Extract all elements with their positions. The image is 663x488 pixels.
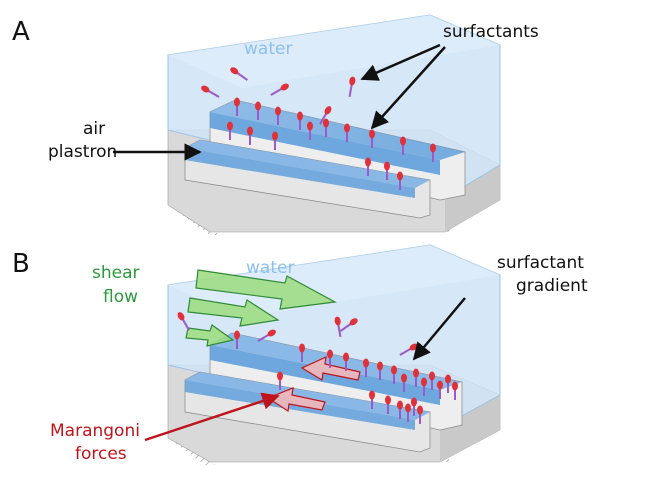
surfactants-label: surfactants [443,22,539,42]
panel-b-letter: B [12,249,30,279]
water-top [168,245,500,318]
interface-b-back [210,333,462,390]
surfactants-b-interface [234,330,458,424]
interface-a-back [210,100,465,160]
water-label-a: water [244,39,292,59]
interface-a-back-face [210,112,440,175]
marangoni-arrow-icon [300,355,361,381]
surfactants-a-bulk [201,67,356,125]
marangoni-pointer-arrow [144,392,280,442]
substrate-side [445,165,500,232]
plastron-label: plastron [48,142,117,162]
water-top [168,15,500,88]
interface-b-front [185,372,430,420]
forces-label: forces [75,444,127,464]
flow-label: flow [103,287,138,307]
surfactants-arrow-bulk [360,43,441,81]
panel-a-letter: A [12,17,30,47]
air-label: air [83,119,105,139]
shear-arrow-icon [185,324,235,347]
panel-b: B [12,244,588,465]
substrate-side [440,395,500,462]
surfactants-b-bulk [177,312,418,356]
shear-arrow-icon [195,269,337,310]
gradient-arrow [412,297,466,361]
shear-arrow-icon [187,297,280,327]
interface-a-front-face [185,148,415,198]
shear-label: shear [92,263,140,283]
surfactants-a-interface [227,97,436,190]
gradient-label-2: gradient [516,276,588,296]
interface-b-back-face [210,345,440,405]
gradient-label-1: surfactant [497,253,584,273]
surfactants-arrow-interface [370,46,446,130]
shear-arrows [185,269,337,347]
marangoni-label: Marangoni [50,421,140,441]
water-label-b: water [246,258,294,278]
panel-a: A [12,14,539,235]
